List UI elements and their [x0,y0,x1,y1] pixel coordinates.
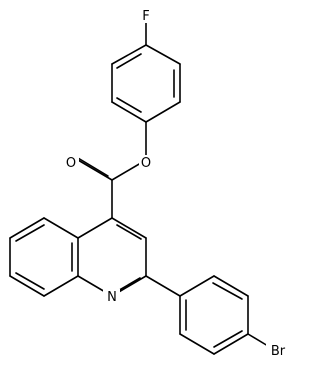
bromophenyl-ring [145,275,269,355]
quinoline-benzo-ring [9,217,79,297]
chemical-structure-diagram: F O O N Br [9,7,290,359]
fluorine-label: F [142,9,149,24]
atom-label-bromine: Br [266,343,290,359]
ether-oxygen-label: O [141,156,151,171]
carbonyl-oxygen-label: O [66,156,76,171]
bromine-label: Br [271,344,286,359]
structure-canvas: F O O N Br [9,7,290,359]
fluorophenyl-ring [111,21,181,123]
quinoline-pyridine-ring [77,217,147,297]
atom-label-ether-oxygen: O [139,155,154,171]
nitrogen-label: N [107,290,117,305]
atom-label-nitrogen: N [103,289,120,305]
atom-label-carbonyl-oxygen: O [64,155,79,171]
ester-group [77,121,147,219]
atom-label-fluorine: F [138,7,154,24]
